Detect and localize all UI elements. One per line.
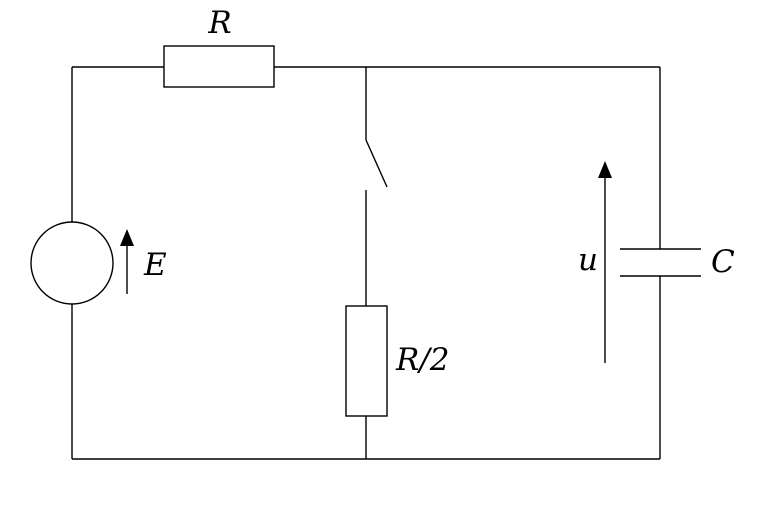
branch-resistor-label: R/2 [395,342,450,378]
capacitor-voltage-label: u [578,242,598,278]
series-resistor-label: R [207,5,231,41]
voltage-source-label: E [143,247,167,283]
voltage-source-symbol [30,221,114,305]
capacitor-voltage: u [578,161,612,363]
branch-resistor-body [345,305,388,417]
source-arrow-head [120,229,134,246]
branch-resistor: R/2 [345,305,450,417]
capacitor: C [620,244,735,280]
wires [71,66,661,460]
switch-blade [365,139,388,188]
capacitor-label: C [711,244,735,280]
voltage-arrow-head [598,161,612,178]
switch [365,139,388,188]
series-resistor-body [163,45,275,88]
series-resistor: R [163,5,275,88]
voltage-source: E [30,221,167,305]
